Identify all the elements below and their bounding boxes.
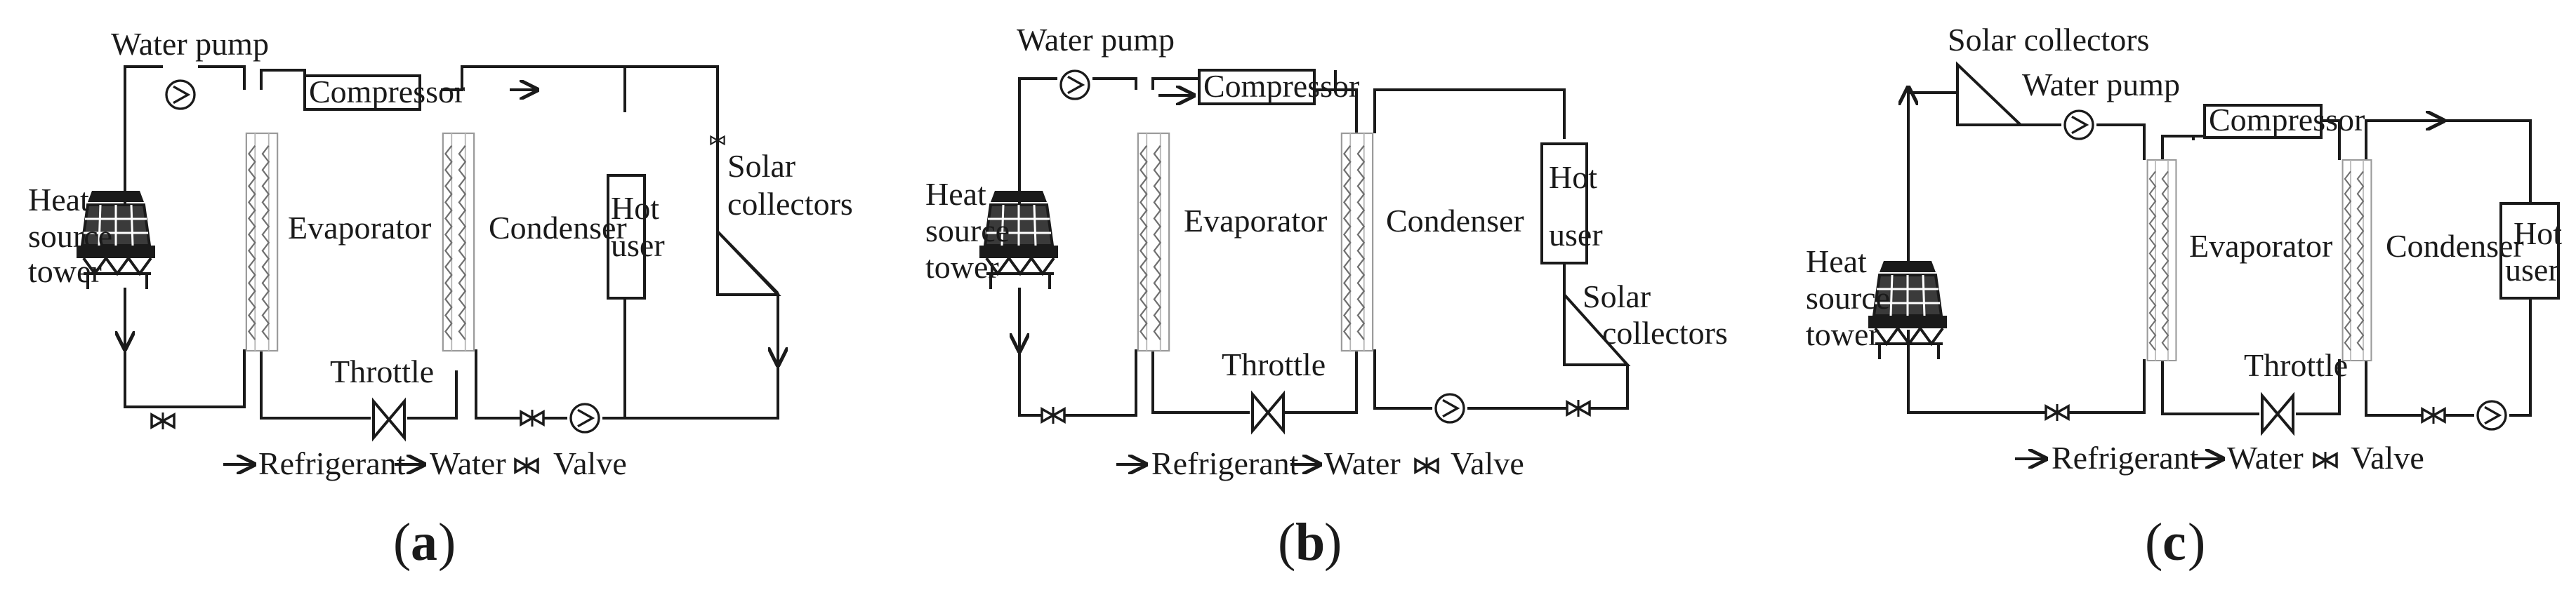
evaporator-exchanger [1137, 132, 1170, 352]
legend-refrigerant: Refrigerant [2052, 440, 2199, 476]
heat-label: Heat [925, 176, 986, 212]
throttle-icon [2261, 394, 2294, 434]
legend-refrigerant: Refrigerant [258, 445, 406, 481]
legend-water: Water [430, 445, 506, 481]
compressor-box [1198, 69, 1316, 105]
legend-water: Water [2227, 440, 2304, 476]
water-pump-icon [165, 79, 196, 110]
hot-label: Hot [611, 190, 659, 226]
caption-a-close: ) [438, 513, 456, 572]
evaporator-label: Evaporator [1184, 203, 1327, 239]
water-pump-icon [2063, 109, 2094, 140]
solar-collector-icon [1956, 61, 2024, 126]
solar-label: Solar [727, 148, 795, 184]
water-pump-icon [2476, 400, 2507, 431]
source-label: source [925, 213, 1010, 248]
water-pump-icon [1059, 69, 1090, 100]
throttle-icon [1251, 393, 1285, 432]
caption-a: a [411, 513, 437, 572]
valve-icon [1041, 405, 1066, 425]
source-label: source [28, 218, 112, 254]
condenser-label: Condenser [1386, 203, 1524, 239]
compressor-label: Compressor [1203, 68, 1359, 104]
solar-collectors-label: Solar collectors [1948, 22, 2149, 58]
condenser-exchanger [442, 132, 475, 352]
solar-collector-icon [716, 228, 781, 296]
condenser-exchanger [2341, 159, 2372, 362]
legend-valve: Valve [1451, 445, 1524, 481]
valve-icon [150, 411, 176, 431]
hot-label: Hot [2514, 215, 2562, 251]
tower-label: tower [1806, 316, 1880, 352]
user-label: user [2505, 252, 2559, 288]
caption-c-open: ( [2145, 513, 2162, 572]
compressor-box [303, 74, 421, 111]
valve-legend-icon [514, 456, 539, 476]
legend-water: Water [1324, 445, 1401, 481]
evaporator-label: Evaporator [288, 210, 431, 246]
user-label: user [611, 227, 665, 263]
condenser-label: Condenser [489, 210, 627, 246]
caption-b-open: ( [1278, 513, 1295, 572]
throttle-label: Throttle [2244, 347, 2348, 383]
legend-refrigerant: Refrigerant [1151, 445, 1299, 481]
hot-user-box [1540, 142, 1588, 264]
throttle-label: Throttle [330, 354, 434, 389]
panel-a: Water pump Compressor Evaporator Condens… [28, 26, 853, 572]
hot-label: Hot [1549, 159, 1597, 195]
evaporator-label: Evaporator [2189, 228, 2332, 264]
evaporator-exchanger [2146, 159, 2177, 362]
valve-icon [711, 135, 724, 145]
valve-legend-icon [2313, 450, 2338, 470]
water-pump-icon [569, 403, 600, 434]
panel-b: Water pump Compressor Evaporator Condens… [925, 22, 1728, 572]
valve-legend-icon [1414, 456, 1439, 476]
hot-user-box [2499, 202, 2560, 300]
solar-collector-icon [1563, 290, 1631, 366]
legend-valve: Valve [553, 445, 627, 481]
water-pump-icon [1434, 393, 1465, 424]
collectors-label: collectors [1602, 315, 1728, 351]
condenser-exchanger [1340, 132, 1374, 352]
water-pump-label: Water pump [111, 26, 269, 62]
caption-a-open: ( [393, 513, 411, 572]
heat-label: Heat [28, 182, 89, 217]
valve-icon [1566, 398, 1591, 418]
compressor-label: Compressor [2209, 102, 2365, 138]
compressor-box [2203, 104, 2323, 139]
source-label: source [1806, 280, 1890, 316]
throttle-label: Throttle [1222, 347, 1326, 382]
caption-b: b [1295, 513, 1325, 572]
evaporator-exchanger [245, 132, 279, 352]
throttle-icon [372, 400, 406, 439]
collectors-label: collectors [727, 186, 853, 222]
valve-icon [2045, 403, 2070, 422]
condenser-label: Condenser [2386, 228, 2524, 264]
water-pump-label: Water pump [1017, 22, 1175, 58]
tower-label: tower [28, 253, 102, 289]
caption-b-close: ) [1324, 513, 1342, 572]
valve-icon [2421, 405, 2446, 425]
compressor-label: Compressor [309, 74, 465, 109]
caption-c: c [2162, 513, 2186, 572]
user-label: user [1549, 217, 1603, 253]
caption-c-close: ) [2188, 513, 2205, 572]
panel-c: Solar collectors Water pump Compressor E… [1806, 22, 2562, 572]
hot-user-box [607, 174, 646, 300]
valve-icon [520, 408, 545, 428]
solar-label: Solar [1583, 279, 1651, 314]
legend-valve: Valve [2351, 440, 2424, 476]
tower-label: tower [925, 249, 999, 285]
water-pump-label: Water pump [2022, 67, 2180, 102]
heat-label: Heat [1806, 243, 1867, 279]
